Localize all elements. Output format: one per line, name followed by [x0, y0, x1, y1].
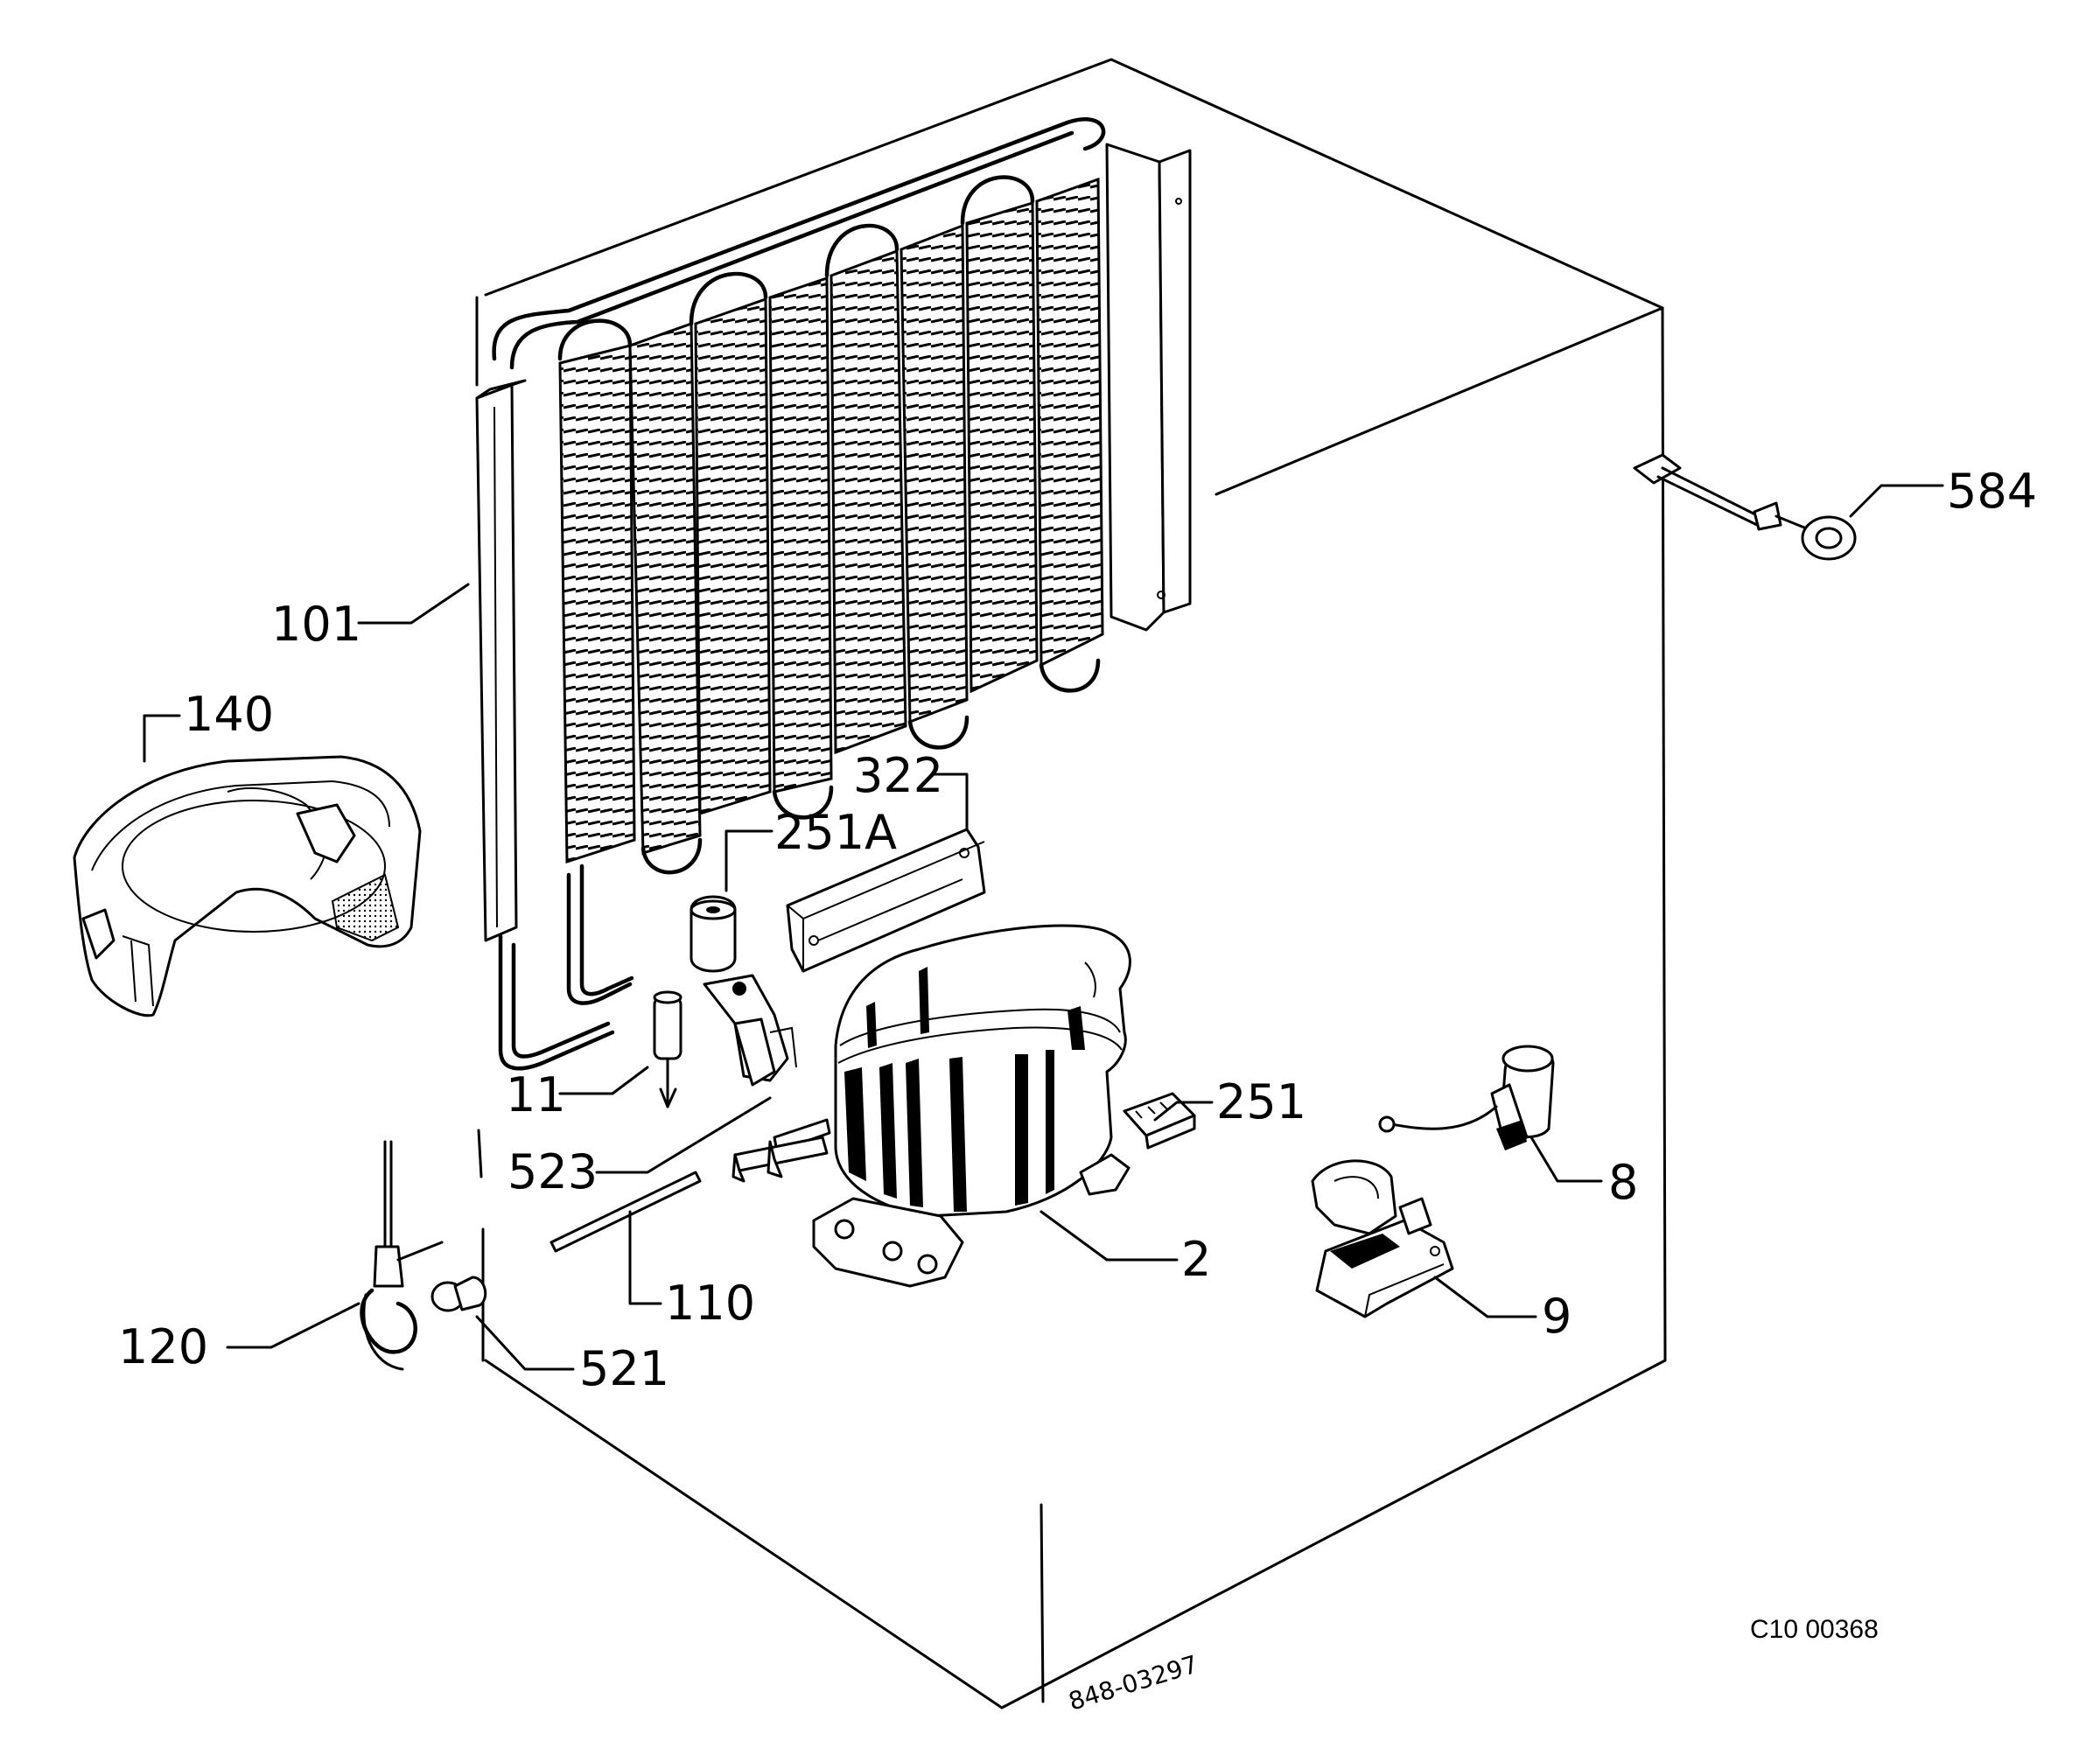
tube-110	[550, 1171, 702, 1253]
part-584	[1633, 453, 1857, 561]
filter-drier-11	[653, 990, 682, 1108]
thermostat-120	[360, 1140, 444, 1371]
condenser-101	[475, 117, 1192, 1071]
label-521: 521	[579, 1341, 669, 1396]
label-523: 523	[508, 1144, 598, 1199]
cap-521	[430, 1276, 487, 1312]
label-140: 140	[184, 687, 274, 742]
label-101: 101	[271, 597, 361, 652]
label-8: 8	[1608, 1155, 1638, 1210]
grommet-strip-251	[1123, 1092, 1196, 1150]
label-322: 322	[853, 748, 943, 803]
compressor-2	[732, 924, 1131, 1288]
callout-labels: 584 101 140 322 251A 11 251 523 8 2 110 …	[118, 464, 2037, 1396]
label-2: 2	[1181, 1232, 1211, 1287]
drain-tray-140	[73, 755, 422, 1017]
grommet-251a	[690, 895, 737, 973]
label-110: 110	[665, 1276, 755, 1331]
label-251a: 251A	[774, 805, 897, 860]
stamp-code: 848-03297	[1065, 1650, 1201, 1717]
overload-protector-8	[1378, 1045, 1555, 1150]
leader-lines	[143, 484, 1944, 1371]
label-251: 251	[1216, 1074, 1306, 1129]
label-11: 11	[506, 1067, 566, 1122]
relay-9	[1311, 1159, 1454, 1318]
cabinet-body	[475, 58, 1667, 1710]
relay-bracket-523	[703, 974, 797, 1087]
drawing-code: C10 00368	[1750, 1615, 1879, 1644]
label-120: 120	[118, 1319, 208, 1374]
label-9: 9	[1542, 1289, 1572, 1344]
label-584: 584	[1947, 464, 2037, 519]
